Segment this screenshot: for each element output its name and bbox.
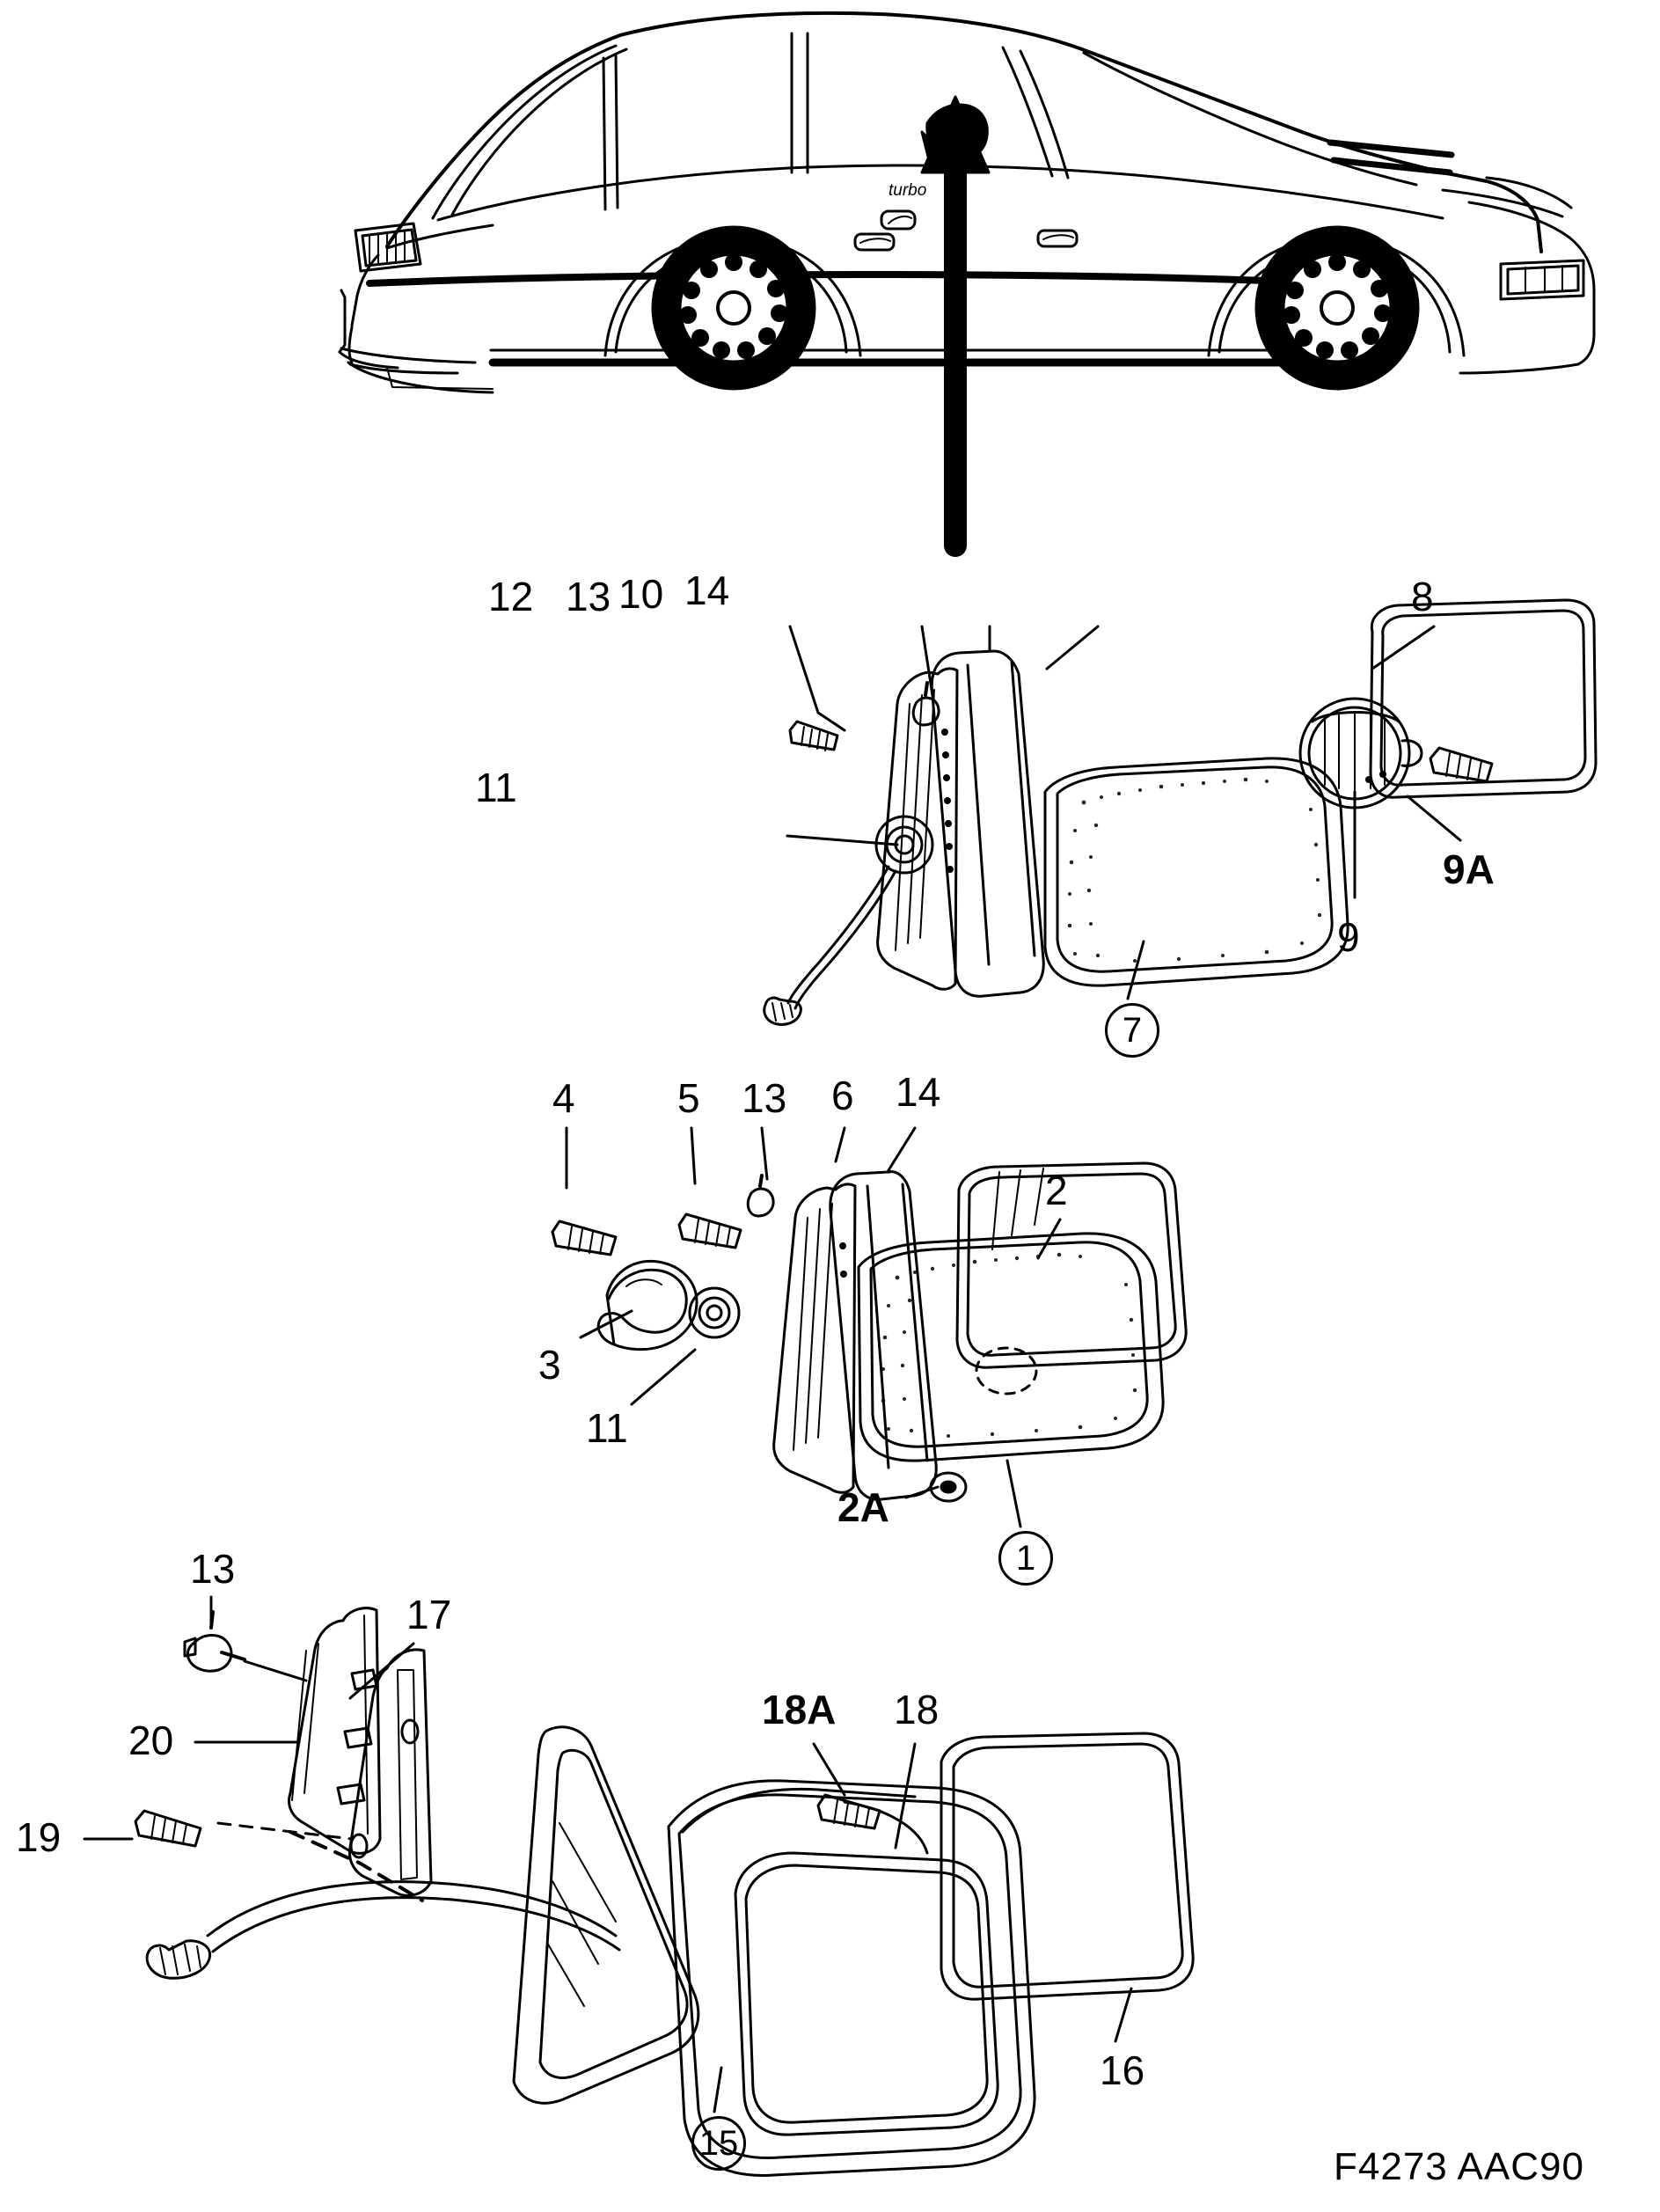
callout-5: 5: [677, 1075, 700, 1121]
callout-14-top: 14: [684, 568, 730, 613]
screw-5: [677, 1212, 742, 1249]
screw-19: [134, 1809, 202, 1848]
diagram-code-footer: F4273 AAC90: [1334, 2145, 1584, 2188]
grommet-11: [874, 815, 934, 875]
callout-15-circled: 15: [691, 2116, 746, 2171]
callout-13-top: 13: [566, 574, 611, 619]
callout-17: 17: [406, 1592, 452, 1637]
plug-13: [911, 681, 940, 727]
plug-13-mid: [746, 1174, 775, 1218]
callout-2A: 2A: [837, 1484, 889, 1530]
callout-9: 9: [1337, 914, 1360, 960]
callout-12: 12: [488, 574, 534, 619]
callout-3: 3: [538, 1342, 561, 1388]
group-15-electric-mirror: [83, 1595, 1195, 2177]
callout-2: 2: [1045, 1168, 1068, 1213]
turbo-badge-text: turbo: [889, 181, 926, 200]
callout-10: 10: [618, 571, 664, 617]
callout-19: 19: [16, 1814, 62, 1860]
callout-11-top: 11: [475, 765, 517, 810]
group-1-left-mirror: [551, 1126, 1188, 1528]
screw-9A: [1429, 746, 1494, 783]
grommet-11-mid: [688, 1286, 741, 1339]
plug-13-bottom: [183, 1610, 246, 1673]
car-illustration: turbo: [338, 11, 1596, 394]
callout-18: 18: [894, 1687, 940, 1732]
adjuster-knob-3: [596, 1259, 698, 1351]
screw-4: [551, 1220, 618, 1256]
callout-9A: 9A: [1443, 846, 1495, 892]
screw-18A: [816, 1793, 881, 1830]
callout-11-mid: 11: [586, 1405, 628, 1451]
location-arrow: [920, 95, 991, 557]
callout-4: 4: [552, 1075, 575, 1121]
screw-12: [788, 720, 839, 751]
callout-13-bottom: 13: [190, 1546, 236, 1592]
callout-13-mid: 13: [742, 1075, 787, 1121]
plug-2A: [929, 1471, 968, 1503]
callout-7-circled: 7: [1105, 1003, 1159, 1058]
callout-1-circled: 1: [998, 1531, 1053, 1586]
callout-16: 16: [1100, 2047, 1145, 2093]
group-7-right-mirror: [763, 598, 1598, 1026]
mirror-motor-9: [1298, 697, 1423, 809]
callout-14-mid: 14: [896, 1069, 941, 1115]
callout-8: 8: [1411, 574, 1434, 619]
callout-18A: 18A: [762, 1687, 837, 1732]
callout-20: 20: [128, 1718, 174, 1763]
callout-6: 6: [831, 1073, 854, 1118]
